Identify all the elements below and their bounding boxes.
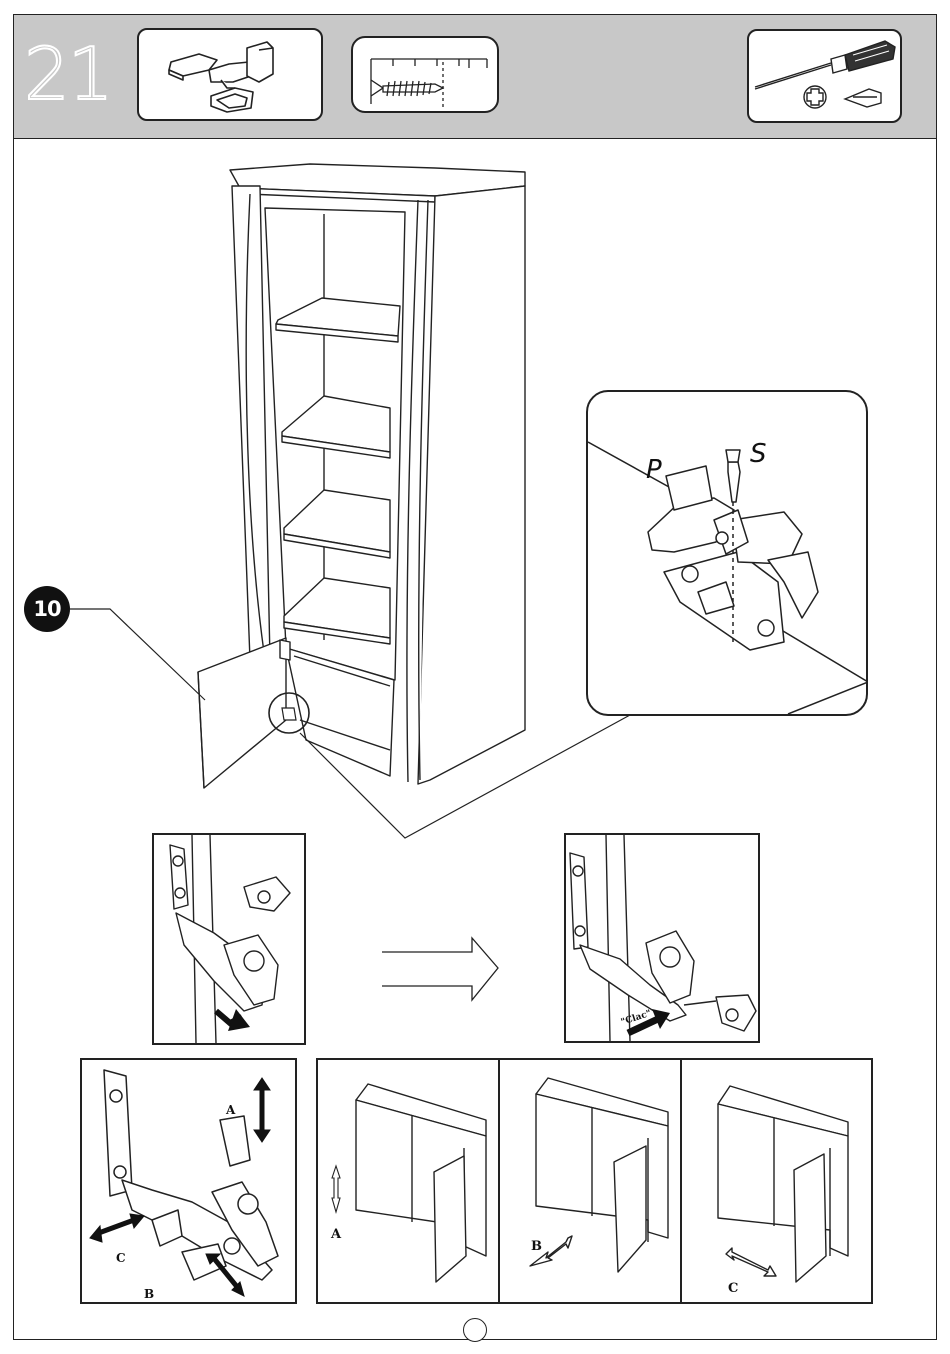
part-number-badge: 10 [24,586,70,632]
hinge-label-c: C [116,1251,126,1265]
cabinet-label-b: B [531,1239,542,1254]
hinge-label-b: B [144,1287,154,1301]
cabinet-label-a: A [330,1227,342,1242]
hinge-before-panel [152,833,306,1045]
hinge-label-a: A [225,1103,236,1117]
hinge-after-panel: "Clac" [564,833,760,1043]
sequence-arrow [380,936,500,1004]
label-s: S [750,439,767,469]
page-number-circle [463,1318,487,1342]
hinge-detail-zoom: P S [586,390,868,716]
hinge-adjust-panel: A C B [80,1058,297,1304]
cabinet-label-c: C [728,1281,738,1296]
label-p: P [646,455,662,485]
cabinet-adjust-panel: A B C [316,1058,873,1304]
